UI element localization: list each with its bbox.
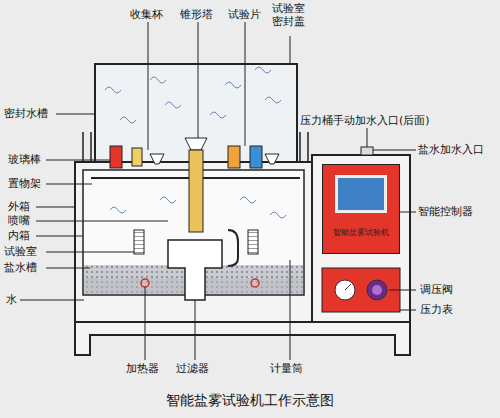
controller-panel: 智能盐雾试验机 xyxy=(322,164,400,254)
part-label: 调压阀 xyxy=(420,283,453,296)
part-label: 置物架 xyxy=(8,177,41,190)
controller-screen xyxy=(335,175,387,213)
part-label: 喷嘴 xyxy=(8,214,30,227)
part-label: 盐水加水入口 xyxy=(418,143,484,156)
part-label: 计量筒 xyxy=(270,362,303,375)
part-label: 压力表 xyxy=(420,303,453,316)
part-label: 密封水槽 xyxy=(4,107,48,120)
part-label: 试验室密封盖 xyxy=(272,2,312,28)
part-label: 试验片 xyxy=(228,8,261,21)
part-label: 过滤器 xyxy=(176,362,209,375)
part-label: 试验室 xyxy=(4,245,37,258)
controller-text: 智能盐雾试验机 xyxy=(323,227,399,238)
part-label: 外箱 xyxy=(8,200,30,213)
part-label: 智能控制器 xyxy=(418,205,473,218)
part-label: 压力桶手动加水入口(后面) xyxy=(300,114,430,127)
part-label: 水 xyxy=(6,293,17,306)
part-label: 加热器 xyxy=(126,362,159,375)
caption: 智能盐雾试验机工作示意图 xyxy=(166,392,334,410)
part-label: 内箱 xyxy=(8,229,30,242)
part-label: 锥形塔 xyxy=(180,8,213,21)
part-label: 盐水槽 xyxy=(4,261,37,274)
part-label: 收集杯 xyxy=(130,8,163,21)
part-label: 玻璃棒 xyxy=(8,153,41,166)
